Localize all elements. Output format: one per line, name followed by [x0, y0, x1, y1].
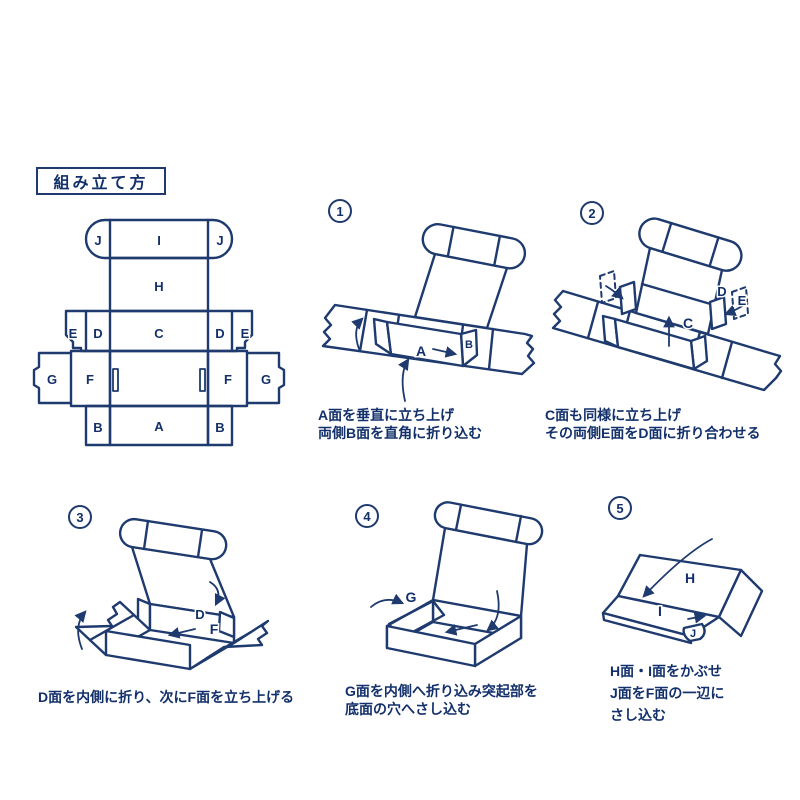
- panel-label-b: B: [465, 339, 473, 351]
- step-3-diagram: D F: [74, 517, 270, 671]
- panel-label-c: C: [683, 315, 693, 331]
- panel-label-d: D: [195, 607, 204, 622]
- panel-label-e: E: [69, 326, 78, 341]
- step-3-caption: D面を内側に折り、次にF面を立ち上げる: [38, 689, 295, 705]
- panel-label-a: A: [154, 419, 164, 434]
- panel-label-g: G: [47, 372, 57, 387]
- panel-label-h: H: [685, 570, 695, 586]
- panel-label-g: G: [261, 372, 271, 387]
- step-2-caption: C面も同様に立ち上げ その両側E面をD面に折り合わせる: [545, 407, 761, 441]
- panel-label-d: D: [717, 284, 726, 299]
- panel-label-j: J: [216, 233, 223, 248]
- panel-label-c: C: [154, 326, 164, 341]
- panel-label-j: J: [690, 628, 696, 640]
- step-2-diagram: C D E: [551, 217, 783, 392]
- step-1-diagram: A B: [321, 223, 536, 402]
- page-title-box: 組み立て方: [36, 167, 166, 195]
- panel-label-b: B: [215, 420, 224, 435]
- slot-right: [199, 368, 206, 392]
- step-1-number: 1: [328, 199, 352, 223]
- step-4-number: 4: [355, 504, 379, 528]
- step-5-caption: H面・I面をかぶせ J面をF面の一辺に さし込む: [610, 663, 725, 723]
- panel-label-f: F: [210, 621, 219, 637]
- panel-label-d: D: [215, 326, 224, 341]
- page-title: 組み立て方: [53, 175, 149, 192]
- panel-label-h: H: [154, 279, 163, 294]
- panel-label-i: I: [658, 603, 662, 619]
- panel-label-e: E: [241, 326, 250, 341]
- panel-label-d: D: [93, 326, 102, 341]
- panel-label-b: B: [93, 420, 102, 435]
- panel-label-i: I: [157, 233, 161, 248]
- panel-label-g: G: [406, 589, 417, 605]
- step-2-number: 2: [580, 201, 604, 225]
- step-4-caption: G面を内側へ折り込み突起部を 底面の穴へさし込む: [345, 683, 538, 717]
- panel-label-j: J: [94, 233, 101, 248]
- panel-label-f: F: [86, 372, 94, 387]
- panel-label-f: F: [224, 372, 232, 387]
- step-4-diagram: G: [370, 501, 544, 668]
- panel-label-a: A: [416, 343, 426, 359]
- step-5-diagram: H I J: [601, 538, 764, 645]
- step-5-number: 5: [608, 496, 632, 520]
- panel-label-e: E: [738, 293, 747, 308]
- step-1-caption: A面を垂直に立ち上げ 両側B面を直角に折り込む: [318, 407, 483, 441]
- slot-left: [112, 368, 119, 392]
- step-3-number: 3: [68, 505, 92, 529]
- flat-template-diagram: J I J H E D C D E G F F G B A B: [32, 218, 286, 447]
